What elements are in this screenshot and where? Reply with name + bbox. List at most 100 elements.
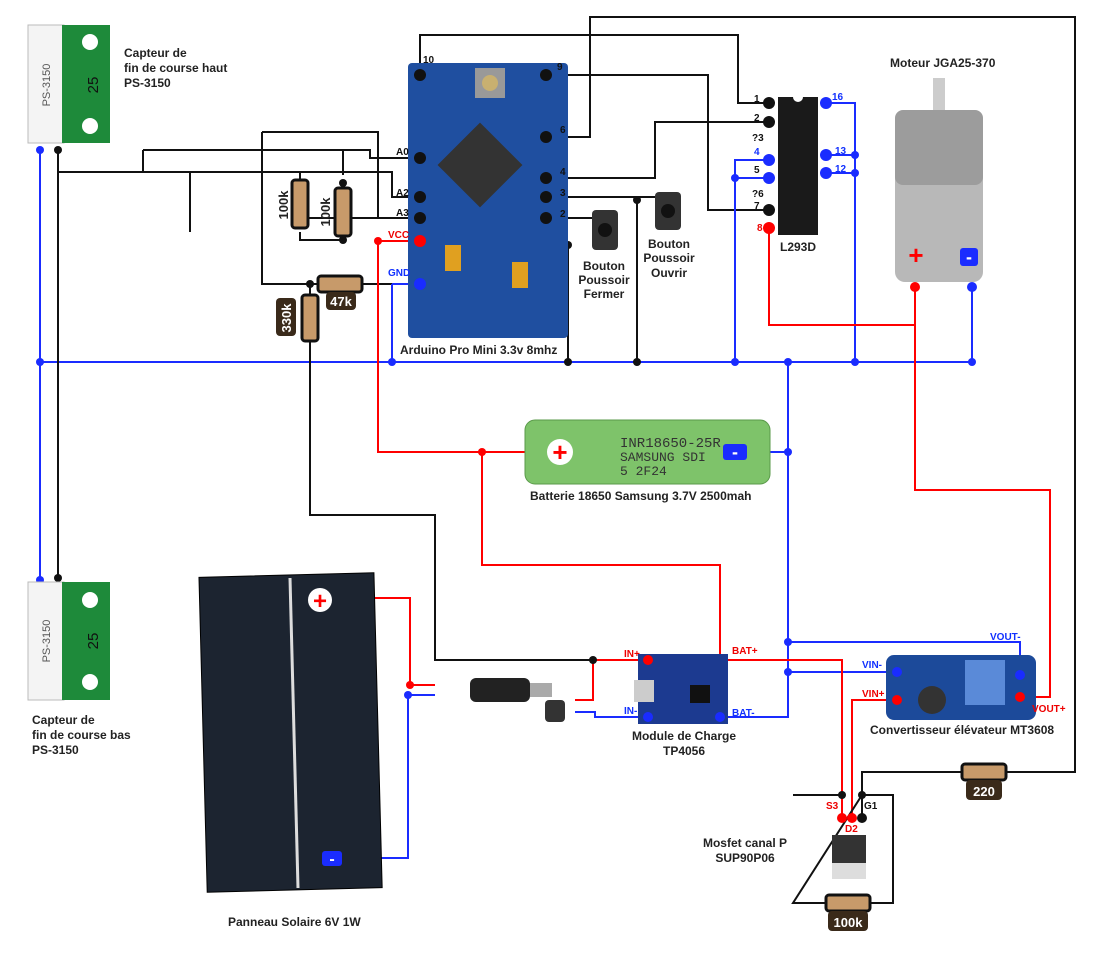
l293d-pins_right-2-label: 12 xyxy=(835,164,847,175)
mosfet-label2-label: SUP90P06 xyxy=(715,851,775,865)
mt3608-vout_plus-label: VOUT+ xyxy=(1032,704,1066,715)
resistor-100k-2: 100k xyxy=(318,186,353,238)
solar-minus-label: - xyxy=(329,851,334,868)
arduino-pro-mini: 10 A0 A2 A3 VCC GND 9 6 4 3 2 Arduino Pr… xyxy=(388,55,568,357)
switch_bottom-body_text-label: PS-3150 xyxy=(41,620,53,663)
tp4056-module: IN+ IN- BAT+ BAT- Module de Charge TP405… xyxy=(624,646,758,758)
limit-switch-bottom: PS-3150 25 Capteur de fin de course bas … xyxy=(27,581,131,757)
resistor-220: 220 xyxy=(960,762,1008,800)
resistors-r4-label: 330k xyxy=(279,303,294,333)
arduino-pins_right-4-label: 2 xyxy=(560,209,566,220)
resistor-100k-mosfet: 100k xyxy=(824,893,872,931)
resistors-r3-label: 47k xyxy=(330,294,352,309)
buttons-open-l1-label: Bouton xyxy=(648,237,690,251)
arduino-pins_left-0-label: 10 xyxy=(423,55,435,66)
switch_bottom-number-label: 25 xyxy=(85,633,102,650)
resistors: 100k 100k 47k 330k 220 100k xyxy=(276,178,1008,931)
wire-pin10 xyxy=(419,34,769,104)
wire-pin4 xyxy=(546,121,769,179)
switch_top-label1-label: Capteur de xyxy=(124,46,187,60)
mt3608-vout_minus-label: VOUT- xyxy=(990,632,1021,643)
switch_top-label3-label: PS-3150 xyxy=(124,76,171,90)
l293d-pins_left-3-label: 4 xyxy=(754,147,760,158)
resistors-r6-label: 100k xyxy=(834,915,864,930)
wire-vcc xyxy=(377,240,525,453)
l293d-pins_left-5-label: ?6 xyxy=(752,189,764,200)
resistors-r2-label: 100k xyxy=(318,197,333,227)
l293d-pins_left-2-label: ?3 xyxy=(752,133,764,144)
tp4056-bat_minus-label: BAT- xyxy=(732,708,755,719)
arduino-pins_right-1-label: 6 xyxy=(560,125,566,136)
button-open: Bouton Poussoir Ouvrir xyxy=(643,192,695,280)
arduino-pins_right-0-label: 9 xyxy=(557,62,563,73)
arduino-pins_left-5-label: GND xyxy=(388,268,410,279)
mt3608-label-label: Convertisseur élévateur MT3608 xyxy=(870,723,1054,737)
tp4056-label2-label: TP4056 xyxy=(663,744,705,758)
resistor-100k-1: 100k xyxy=(276,178,310,230)
motor-plus-label: + xyxy=(908,240,923,270)
l293d-label-label: L293D xyxy=(780,240,816,254)
mosfet-d-label: D2 xyxy=(845,824,858,835)
mt3608-module: VIN- VIN+ VOUT- VOUT+ Convertisseur élév… xyxy=(862,632,1066,737)
wire-pin9 xyxy=(546,74,769,211)
resistors-r5-label: 220 xyxy=(973,784,995,799)
l293d-pins_left-4-label: 5 xyxy=(754,165,760,176)
l293d-pins_right-0-label: 16 xyxy=(832,92,844,103)
motor: Moteur JGA25-370 + - xyxy=(890,56,996,292)
dc-jack xyxy=(470,678,565,722)
l293d-pins_left-6-label: 7 xyxy=(754,201,760,212)
buttons-open-l2-label: Poussoir xyxy=(643,251,695,265)
mosfet-s-label: S3 xyxy=(826,801,839,812)
switch_bottom-label3-label: PS-3150 xyxy=(32,743,79,757)
battery-label-label: Batterie 18650 Samsung 3.7V 2500mah xyxy=(530,489,751,503)
solar-panel: + - Panneau Solaire 6V 1W xyxy=(198,572,383,929)
motor-label-label: Moteur JGA25-370 xyxy=(890,56,996,70)
buttons-open-l3-label: Ouvrir xyxy=(651,266,687,280)
l293d-pins_left-7-label: 8 xyxy=(757,223,763,234)
resistor-330k: 330k xyxy=(276,293,320,343)
switch_top-number-label: 25 xyxy=(85,77,102,94)
mt3608-vin_plus-label: VIN+ xyxy=(862,689,885,700)
arduino-pins_left-2-label: A2 xyxy=(396,188,409,199)
arduino-pins_left-1-label: A0 xyxy=(396,147,409,158)
arduino-pins_left-4-label: VCC xyxy=(388,230,409,241)
battery-18650: + - INR18650-25R SAMSUNG SDI 5 2F24 Batt… xyxy=(524,419,771,503)
tp4056-label1-label: Module de Charge xyxy=(632,729,736,743)
buttons-close-l2-label: Poussoir xyxy=(578,273,630,287)
tp4056-in_plus-label: IN+ xyxy=(624,649,640,660)
tp4056-in_minus-label: IN- xyxy=(624,706,637,717)
mosfet-g-label: G1 xyxy=(864,801,878,812)
switch_bottom-label2-label: fin de course bas xyxy=(32,728,131,742)
arduino-pins_right-3-label: 3 xyxy=(560,188,566,199)
mosfet: S3 D2 G1 Mosfet canal P SUP90P06 xyxy=(703,801,878,879)
switch_top-label2-label: fin de course haut xyxy=(124,61,227,75)
l293d-pins_left-1-label: 2 xyxy=(754,113,760,124)
battery-minus-label: - xyxy=(732,442,738,462)
mt3608-vin_minus-label: VIN- xyxy=(862,660,882,671)
resistors-r1-label: 100k xyxy=(276,190,291,220)
mosfet-label1-label: Mosfet canal P xyxy=(703,836,787,850)
limit-switch-top: PS-3150 25 Capteur de fin de course haut… xyxy=(27,24,227,144)
buttons-close-l3-label: Fermer xyxy=(584,287,625,301)
wire-divider xyxy=(261,131,379,285)
arduino-label: Arduino Pro Mini 3.3v 8mhz xyxy=(400,343,557,357)
wire-pin6 xyxy=(546,16,1076,773)
arduino-pins_right-2-label: 4 xyxy=(560,167,566,178)
battery-line1-label: INR18650-25R xyxy=(620,436,721,452)
solar-plus-label: + xyxy=(313,588,327,615)
motor-minus-label: - xyxy=(966,247,972,267)
switch_bottom-label1-label: Capteur de xyxy=(32,713,95,727)
battery-line2-label: SAMSUNG SDI xyxy=(620,450,706,465)
switch_top-body_text-label: PS-3150 xyxy=(41,64,53,107)
arduino-pins_left-3-label: A3 xyxy=(396,208,409,219)
l293d-chip: 1 2 ?3 4 5 ?6 7 8 16 13 12 L293D xyxy=(752,92,847,254)
tp4056-bat_plus-label: BAT+ xyxy=(732,646,758,657)
wire-top-switch-a2 xyxy=(57,150,420,198)
battery-line3-label: 5 2F24 xyxy=(620,464,667,479)
resistor-47k: 47k xyxy=(316,274,364,310)
mosfet-loop xyxy=(791,794,894,904)
l293d-pins_right-1-label: 13 xyxy=(835,146,847,157)
button-close: Bouton Poussoir Fermer xyxy=(578,210,630,301)
buttons-close-l1-label: Bouton xyxy=(583,259,625,273)
